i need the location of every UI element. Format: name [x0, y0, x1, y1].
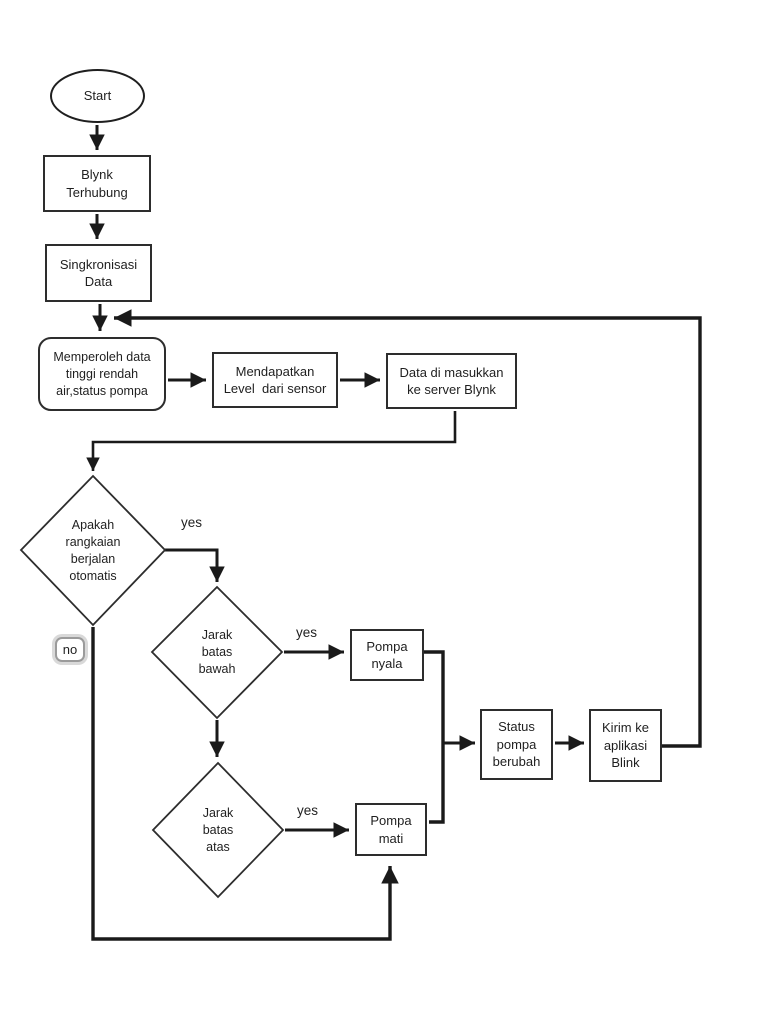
node-pompa-mati: Pompa mati: [355, 803, 427, 856]
decision-automatic-label: Apakah rangkaian berjalan otomatis: [65, 517, 121, 583]
node-status-pompa-berubah: Status pompa berubah: [480, 709, 553, 780]
decision-automatic-shape: [19, 474, 167, 627]
edge-label-yes-upper: yes: [297, 803, 319, 818]
decision-lower-limit-label: Jarak batas bawah: [198, 628, 236, 676]
edge-feedback-kirim-to-memperoleh: [113, 309, 702, 748]
node-kirim-aplikasi-blink: Kirim ke aplikasi Blink: [589, 709, 662, 782]
edge-datamasukkan-to-decision: [86, 411, 457, 472]
node-pompa-nyala: Pompa nyala: [350, 629, 424, 681]
edge-label-no-badge: no: [55, 637, 85, 662]
edge-label-yes-automatic: yes: [181, 515, 203, 530]
edge-pump-junction: [424, 650, 445, 824]
edge-label-no: no: [62, 642, 78, 657]
node-mendapatkan-level: Mendapatkan Level dari sensor: [212, 352, 338, 408]
edge-label-yes-lower: yes: [296, 625, 318, 640]
decision-lower-limit-shape: [150, 585, 284, 720]
node-memperoleh-data: Memperoleh data tinggi rendah air,status…: [38, 337, 166, 411]
decision-upper-limit-label: Jarak batas atas: [202, 805, 234, 854]
edge-no-to-pompamati: [91, 627, 399, 941]
node-start: Start: [50, 69, 145, 123]
edge-yes-automatic: [165, 548, 225, 583]
decision-upper-limit-shape: [151, 761, 285, 899]
node-singkronisasi-data: Singkronisasi Data: [45, 244, 152, 302]
node-data-masukkan-server: Data di masukkan ke server Blynk: [386, 353, 517, 409]
node-blynk-terhubung: Blynk Terhubung: [43, 155, 151, 212]
